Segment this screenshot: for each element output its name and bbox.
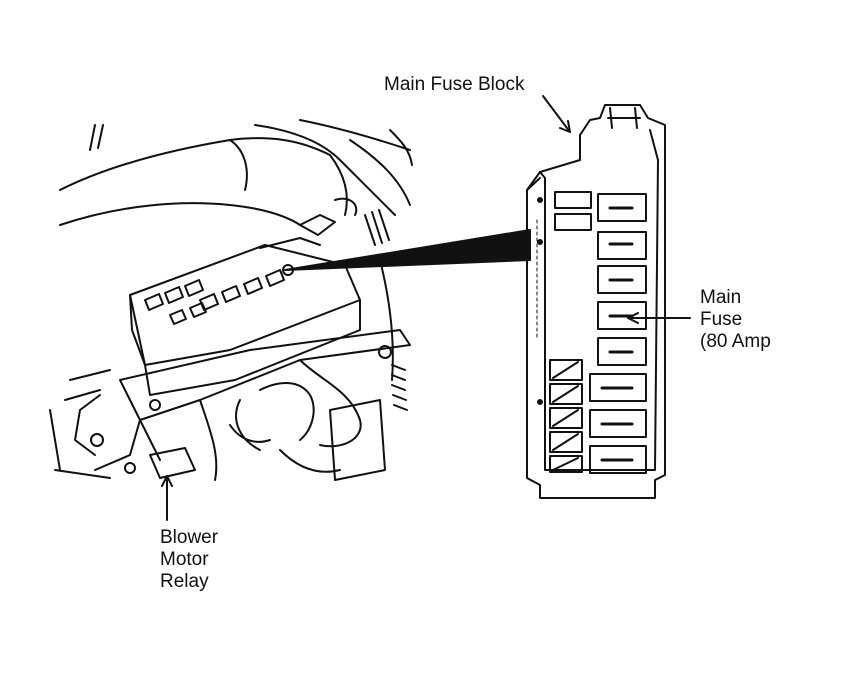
callout-wedge [284, 229, 531, 271]
main-fuse-block-leader [542, 95, 571, 133]
blower-relay-leader [161, 475, 173, 521]
label-blower-line2: Motor [160, 549, 209, 570]
label-main-fuse-block: Main Fuse Block [384, 74, 524, 96]
label-main-fuse: Main Fuse (80 Amp [700, 287, 771, 353]
label-main-fuse-line2: Fuse [700, 309, 743, 330]
engine-bay-illustration [49, 119, 413, 481]
main-fuse-leader [627, 312, 691, 324]
label-blower-line1: Blower [160, 527, 219, 548]
label-blower-motor-relay: Blower Motor Relay [160, 527, 218, 593]
label-main-fuse-line1: Main [700, 287, 742, 308]
label-main-fuse-line3: (80 Amp [700, 331, 771, 352]
label-main-fuse-block-text: Main Fuse Block [384, 74, 525, 95]
label-blower-line3: Relay [160, 571, 209, 592]
main-fuse-block-detail [526, 104, 666, 499]
